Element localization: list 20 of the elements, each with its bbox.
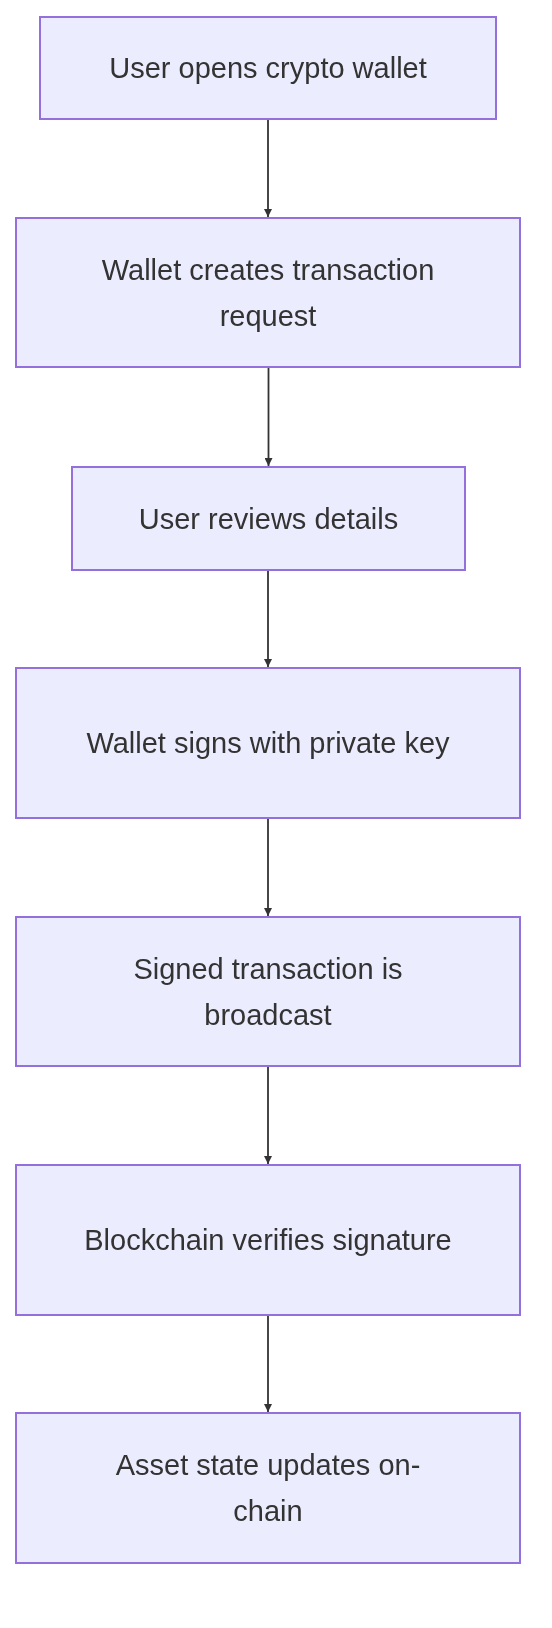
step-text: User reviews details [138,501,399,537]
step-text: User opens crypto wallet [109,51,427,86]
step-text: Asset state updates on-chain [114,1448,422,1529]
process-box [15,217,521,368]
arrow [264,1066,272,1165]
arrow [264,818,272,917]
step-text: Wallet signs with private key [86,726,450,761]
process-box [15,916,521,1067]
step-text: Blockchain verifies signature [84,1223,452,1258]
process-box [39,16,497,120]
process-box [15,667,521,819]
arrow [264,119,272,218]
step-text: Wallet creates transaction request [100,252,436,334]
arrow [264,1315,272,1413]
arrow [264,570,272,668]
process-box [15,1412,521,1564]
step-text: Signed transaction is broadcast [132,951,404,1033]
process-box [71,466,466,571]
process-box [15,1164,521,1316]
arrow [264,367,273,467]
